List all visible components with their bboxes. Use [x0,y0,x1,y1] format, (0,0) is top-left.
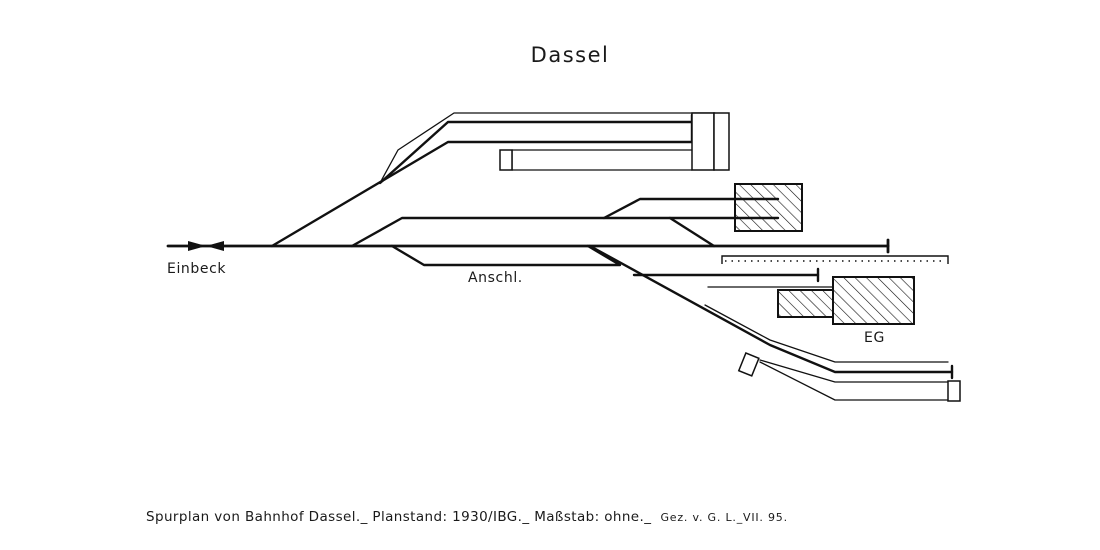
passing-loop [350,197,780,248]
caption: Spurplan von Bahnhof Dassel._ Planstand:… [146,506,788,525]
station-annex-building [777,289,834,318]
station-building [832,276,915,325]
upper-yard-tracks [270,112,730,248]
lower-branch-tracks [588,244,961,402]
platform [721,255,949,264]
direction-label: Einbeck [167,261,226,277]
direction-arrow-icon [188,241,224,251]
station-building-label: EG [864,330,885,346]
caption-main: Spurplan von Bahnhof Dassel._ Planstand:… [146,509,651,525]
goods-shed-building [734,183,803,232]
siding-tracks [390,244,622,267]
diagram-title: Dassel [531,43,610,67]
main-line [166,238,890,254]
siding-label: Anschl. [468,270,523,286]
end-buffer-block [737,352,760,377]
caption-author: Gez. v. G. L._VII. 95. [660,511,787,524]
